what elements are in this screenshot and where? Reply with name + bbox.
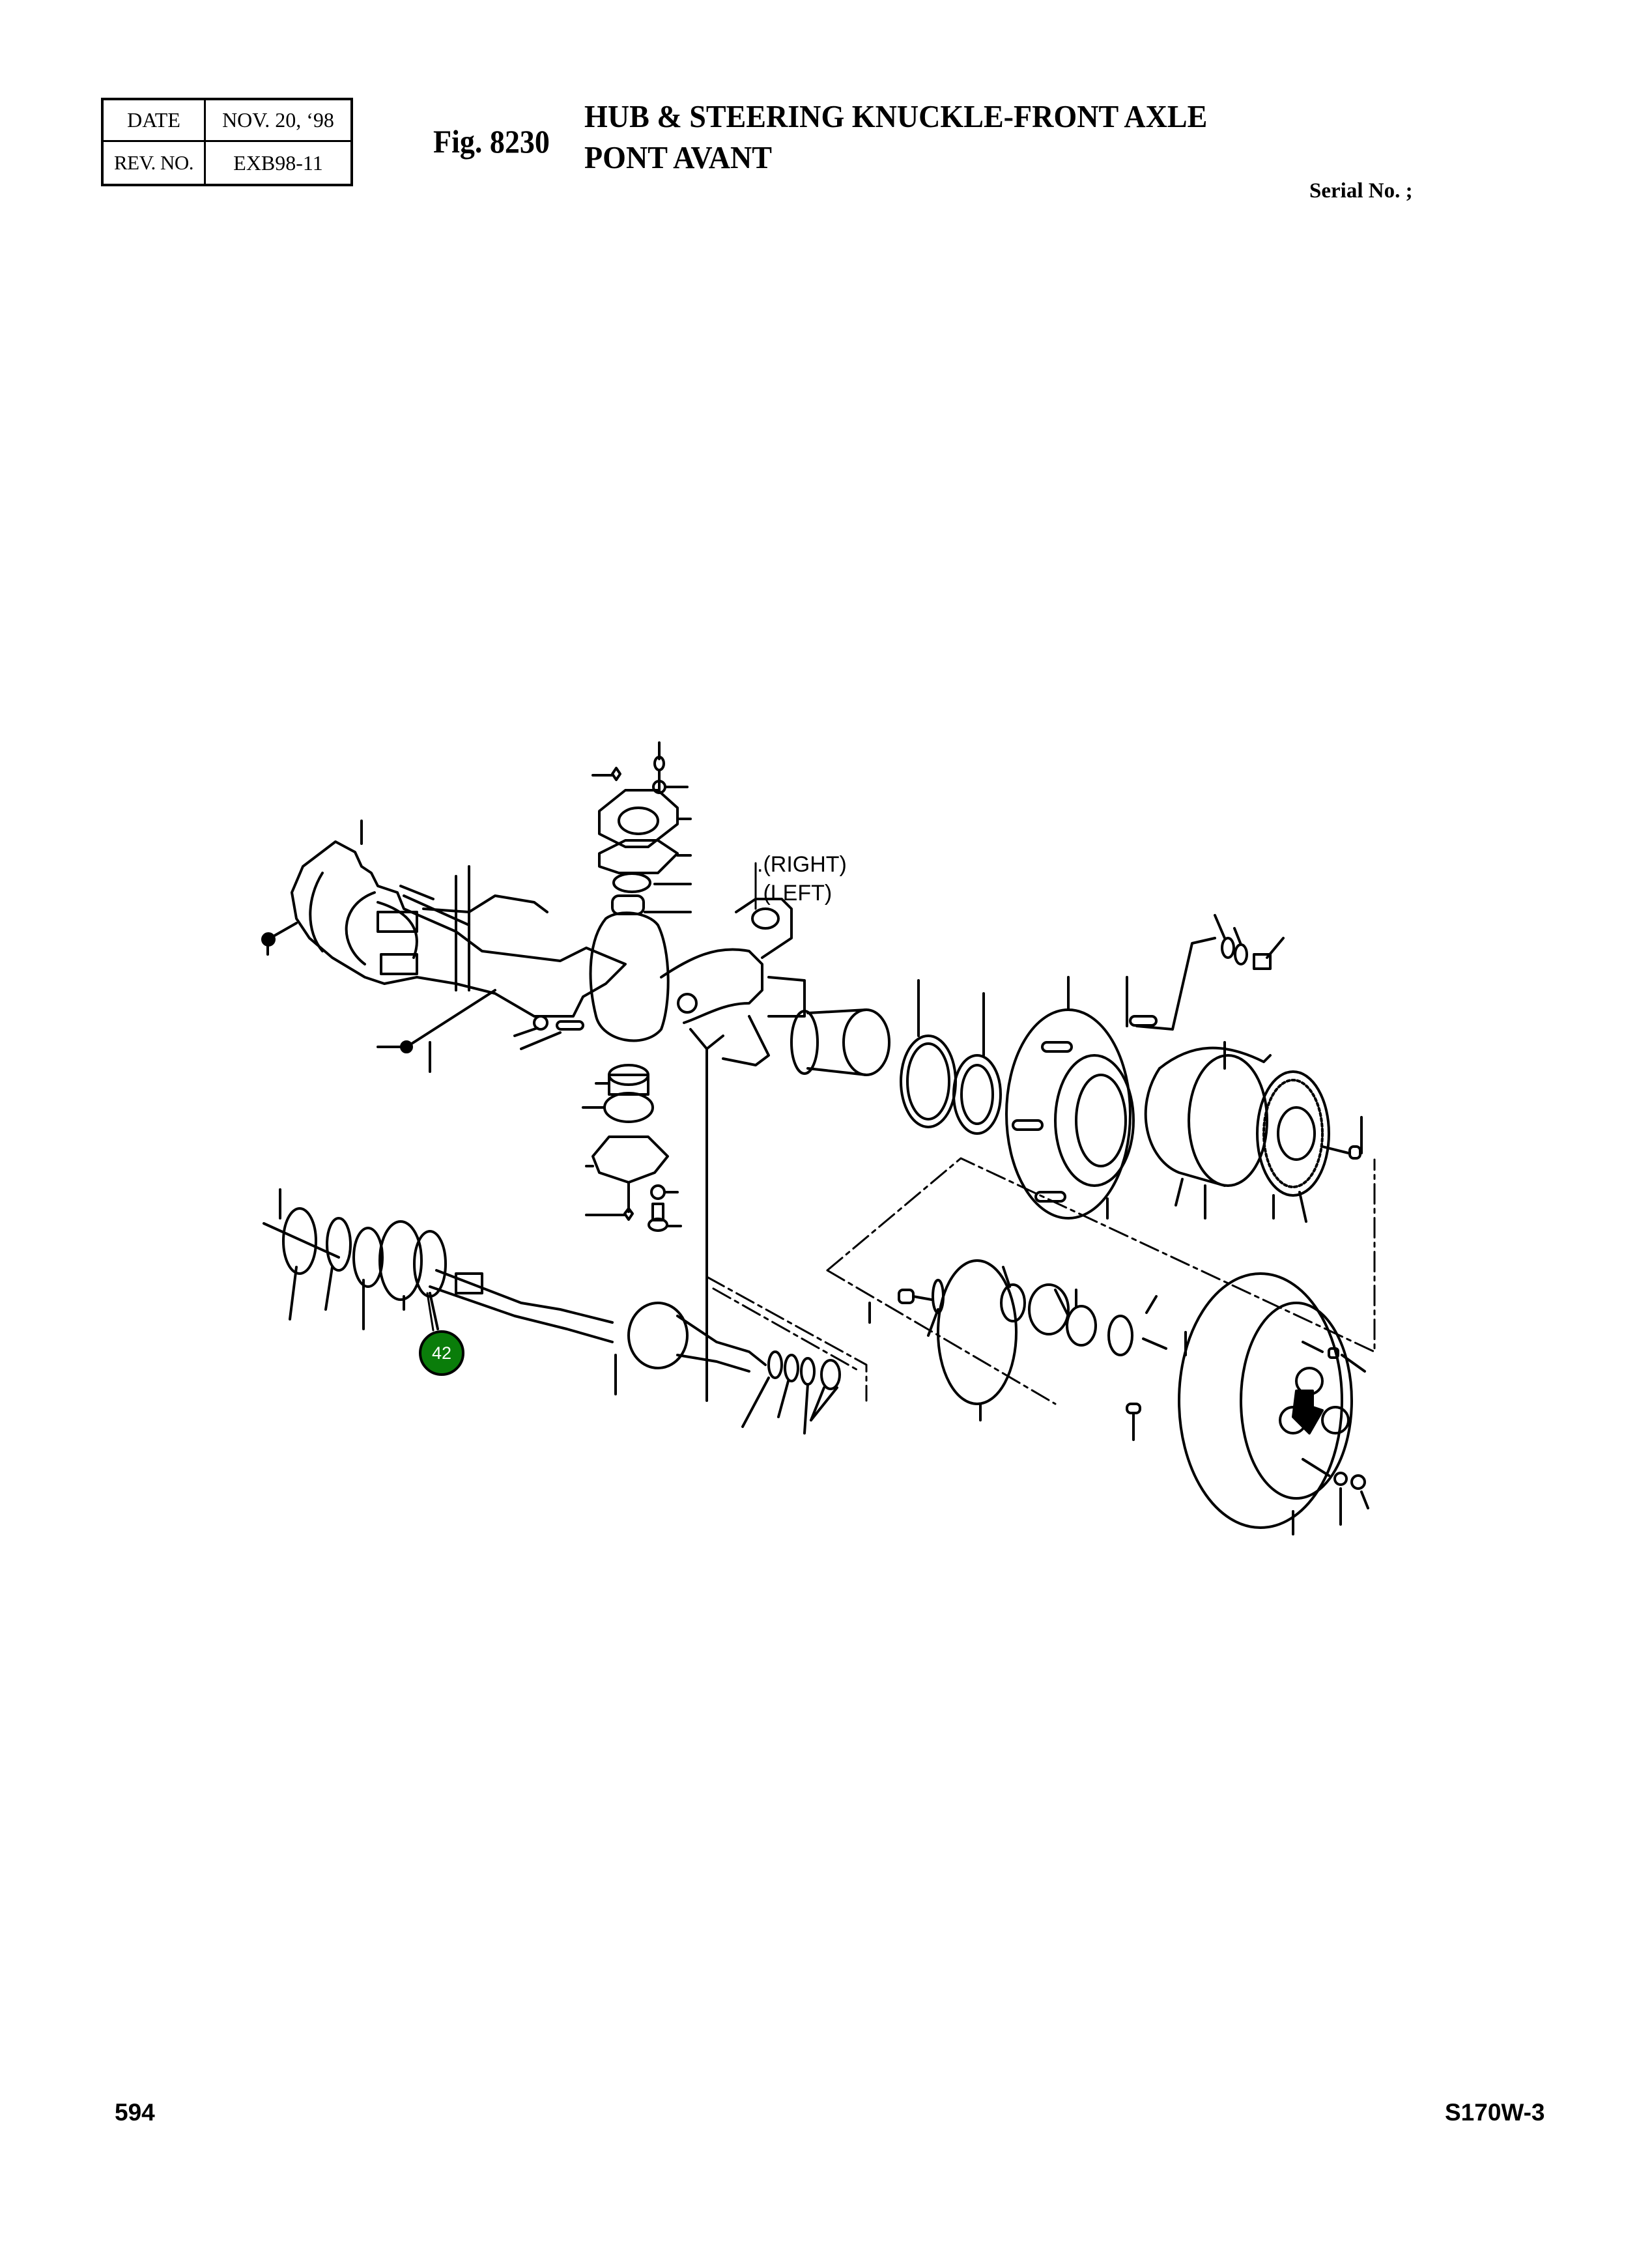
serial-number-label: Serial No. ;: [1309, 179, 1413, 203]
upper-kingpin-assembly: [591, 741, 692, 915]
final-drive-housing-drawing: [1178, 1272, 1369, 1535]
axle-shaft-drawing: [263, 1188, 841, 1435]
revision-table: DATE NOV. 20, ‘98 REV. NO. EXB98-11: [101, 98, 353, 186]
figure-number: Fig. 8230: [433, 123, 550, 160]
callout-42-leader: [426, 1292, 434, 1332]
date-value: NOV. 20, ‘98: [206, 100, 350, 142]
page-title: HUB & STEERING KNUCKLE-FRONT AXLE: [584, 98, 1208, 134]
page-subtitle: PONT AVANT: [584, 139, 772, 175]
model-code: S170W-3: [1445, 2099, 1545, 2126]
steering-knuckle-drawing: [377, 898, 806, 1402]
date-label: DATE: [104, 100, 206, 142]
page-number: 594: [115, 2099, 155, 2126]
brake-drum-ring-gear-drawing: [1144, 1041, 1363, 1223]
lower-kingpin-assembly: [582, 1064, 682, 1232]
axle-housing-drawing: [261, 820, 627, 1018]
rev-no-label: REV. NO.: [104, 142, 206, 184]
spindle-bearings-drawing: [790, 979, 1002, 1135]
planetary-carrier-drawing: [868, 1259, 1187, 1441]
part-callout-42[interactable]: 42: [419, 1330, 464, 1376]
right-side-note: .(RIGHT): [757, 852, 847, 877]
callout-number: 42: [431, 1343, 452, 1363]
rev-no-value: EXB98-11: [233, 150, 323, 175]
final-drive-grouping-frame: [705, 1157, 1376, 1405]
wheel-hub-drawing: [1005, 914, 1285, 1220]
left-side-note: .(LEFT): [757, 881, 832, 906]
